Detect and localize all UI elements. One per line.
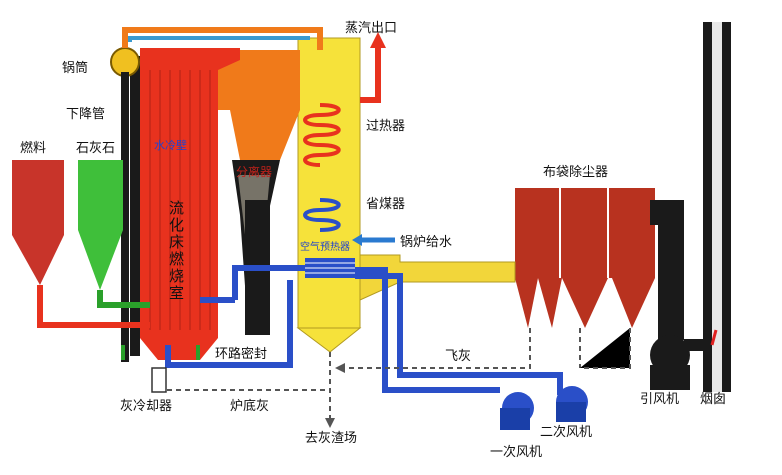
to-ash-yard-label: 去灰渣场 (305, 431, 358, 446)
backpass-shape (296, 37, 362, 353)
secondary-fan-shape (556, 386, 588, 422)
fuel-label: 燃料 (20, 141, 47, 156)
superheater-coil (303, 103, 341, 167)
cyclone-shape (212, 50, 300, 335)
feedwater-label: 锅炉给水 (400, 235, 453, 250)
id-fan-shape (650, 200, 718, 390)
water-wall-label: 水冷壁 (154, 139, 187, 152)
fuel-hopper-shape (12, 160, 150, 328)
air-preheater-shape (305, 258, 355, 278)
loop-seal-label: 环路密封 (215, 347, 268, 362)
ash-cooler-label: 灰冷却器 (120, 399, 173, 414)
limestone-label: 石灰石 (76, 141, 116, 156)
drum-label: 锅筒 (62, 61, 89, 76)
secondary-fan-label: 二次风机 (540, 425, 593, 440)
primary-fan-label: 一次风机 (490, 445, 543, 460)
bottom-ash-label: 炉底灰 (230, 399, 270, 414)
steam-outlet-label: 蒸汽出口 (345, 21, 398, 36)
primary-fan-shape (500, 392, 534, 430)
furnace-shape (130, 48, 240, 360)
fly-ash-label: 飞灰 (445, 349, 472, 364)
economizer-coil (303, 198, 341, 232)
separator-label: 分离器 (236, 165, 273, 179)
combustion-chamber-label: 流化床燃烧室 (167, 200, 185, 302)
chimney-label: 烟囱 (700, 392, 727, 407)
bag-filter-shape (515, 188, 670, 328)
limestone-hopper-shape (78, 160, 150, 308)
superheater-label: 过热器 (366, 119, 406, 134)
bag-filter-label: 布袋除尘器 (543, 165, 609, 180)
air-preheater-label: 空气预热器 (300, 242, 350, 253)
economizer-label: 省煤器 (366, 197, 406, 212)
downcomer-label: 下降管 (66, 107, 106, 122)
id-fan-label: 引风机 (640, 392, 680, 407)
ash-cooler-shape (151, 367, 167, 393)
